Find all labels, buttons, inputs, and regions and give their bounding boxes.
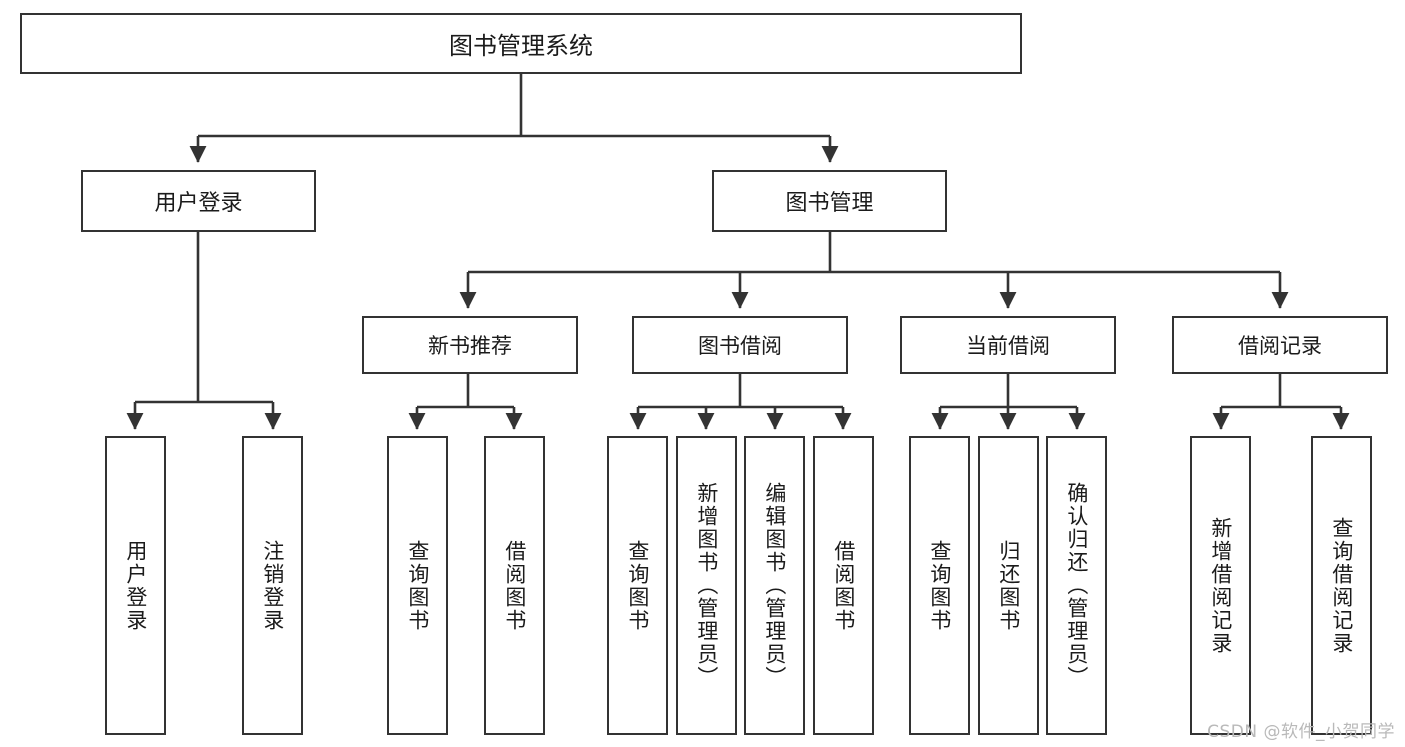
leaf-cb-query-book[interactable]: 查询图书: [909, 436, 970, 735]
node-root-book-management-system[interactable]: 图书管理系统: [20, 13, 1022, 74]
leaf-label: 注销登录: [260, 539, 285, 632]
leaf-label: 查询借阅记录: [1329, 516, 1354, 655]
node-label: 用户登录: [154, 191, 243, 216]
leaf-cb-confirm-return-admin[interactable]: 确认归还（管理员）: [1046, 436, 1107, 735]
leaf-label: 新增借阅记录: [1208, 516, 1233, 655]
leaf-br-query-record[interactable]: 查询借阅记录: [1311, 436, 1372, 735]
node-label: 图书借阅: [698, 334, 782, 358]
leaf-logout[interactable]: 注销登录: [242, 436, 303, 735]
leaf-label: 确认归还（管理员）: [1064, 482, 1089, 689]
node-user-login[interactable]: 用户登录: [81, 170, 316, 232]
leaf-bb-query-book[interactable]: 查询图书: [607, 436, 668, 735]
leaf-bb-edit-book-admin[interactable]: 编辑图书（管理员）: [744, 436, 805, 735]
leaf-label: 用户登录: [123, 539, 148, 632]
leaf-label: 借阅图书: [831, 539, 856, 632]
leaf-label: 新增图书（管理员）: [694, 482, 719, 689]
leaf-bb-borrow-book[interactable]: 借阅图书: [813, 436, 874, 735]
node-borrow-record[interactable]: 借阅记录: [1172, 316, 1388, 374]
leaf-cb-return-book[interactable]: 归还图书: [978, 436, 1039, 735]
node-current-borrow[interactable]: 当前借阅: [900, 316, 1116, 374]
leaf-label: 查询图书: [927, 539, 952, 632]
node-label: 新书推荐: [428, 334, 512, 358]
leaf-nb-borrow-book[interactable]: 借阅图书: [484, 436, 545, 735]
node-label: 图书管理: [785, 191, 874, 216]
leaf-br-add-record[interactable]: 新增借阅记录: [1190, 436, 1251, 735]
leaf-label: 查询图书: [405, 539, 430, 632]
node-label: 借阅记录: [1238, 334, 1322, 358]
leaf-label: 归还图书: [996, 539, 1021, 632]
node-book-management[interactable]: 图书管理: [712, 170, 947, 232]
leaf-label: 查询图书: [625, 539, 650, 632]
node-label: 当前借阅: [966, 334, 1050, 358]
node-book-borrow[interactable]: 图书借阅: [632, 316, 848, 374]
leaf-label: 编辑图书（管理员）: [762, 482, 787, 689]
node-label: 图书管理系统: [449, 32, 593, 60]
leaf-bb-add-book-admin[interactable]: 新增图书（管理员）: [676, 436, 737, 735]
leaf-user-login[interactable]: 用户登录: [105, 436, 166, 735]
leaf-label: 借阅图书: [502, 539, 527, 632]
leaf-nb-query-book[interactable]: 查询图书: [387, 436, 448, 735]
node-new-book-recommend[interactable]: 新书推荐: [362, 316, 578, 374]
